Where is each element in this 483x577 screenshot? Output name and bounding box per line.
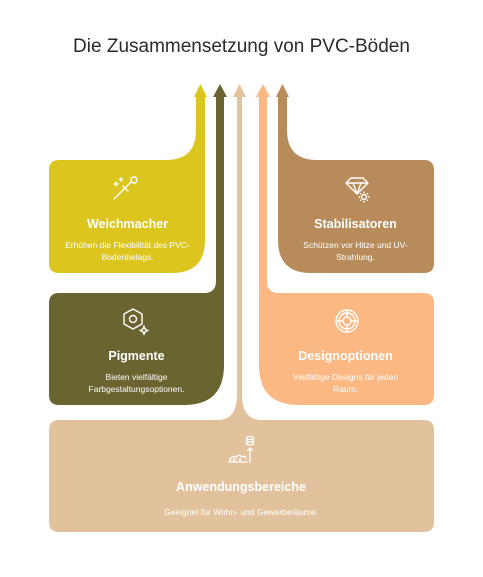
card-anwendungsbereiche: Anwendungsbereiche Geeignet für Wohn- un… [91, 480, 391, 518]
terrain-database-icon [227, 434, 257, 473]
designoptionen-heading: Designoptionen [298, 349, 393, 363]
anwendungsbereiche-heading: Anwendungsbereiche [176, 480, 306, 494]
designoptionen-description: Vielfältige Designs für jeden Raum. [292, 372, 399, 394]
weichmacher-shape [49, 95, 205, 273]
pigmente-description: Bieten vielfältige Farbgestaltungsoption… [88, 372, 185, 394]
anwendungsbereiche-description: Geeignet für Wohn- und Gewerberäume. [164, 507, 318, 517]
stabilisatoren-heading: Stabilisatoren [314, 217, 397, 231]
anwendungsbereiche-arrowhead [233, 84, 246, 97]
diamond-sun-icon [342, 174, 372, 209]
weichmacher-description: Erhöhen die Flexibilität des PVC-Bodenbe… [65, 240, 190, 262]
card-pigmente: Pigmente Bieten vielfältige Farbgestaltu… [59, 349, 214, 395]
lifebuoy-icon [332, 306, 362, 341]
designoptionen-shape [259, 95, 434, 405]
weichmacher-arrowhead [194, 84, 207, 97]
diagram-title: Die Zusammensetzung von PVC-Böden [73, 36, 410, 57]
card-stabilisatoren: Stabilisatoren Schützen vor Hitze und UV… [288, 217, 423, 263]
pigmente-shape [49, 95, 224, 405]
pigmente-heading: Pigmente [108, 349, 165, 363]
anwendungsbereiche-shape [49, 95, 434, 532]
pigmente-arrowhead [213, 84, 227, 97]
weichmacher-heading: Weichmacher [86, 217, 169, 231]
card-designoptionen: Designoptionen Vielfältige Designs für j… [268, 349, 423, 395]
stabilisatoren-description: Schützen vor Hitze und UV-Strahlung. [303, 240, 408, 262]
stabilisatoren-arrowhead [276, 84, 289, 97]
card-weichmacher: Weichmacher Erhöhen die Flexibilität des… [60, 217, 195, 263]
stabilisatoren-shape [278, 95, 434, 273]
gem-sparkle-icon [120, 306, 150, 341]
designoptionen-arrowhead [256, 84, 270, 97]
pipette-sparkle-icon [110, 174, 140, 209]
